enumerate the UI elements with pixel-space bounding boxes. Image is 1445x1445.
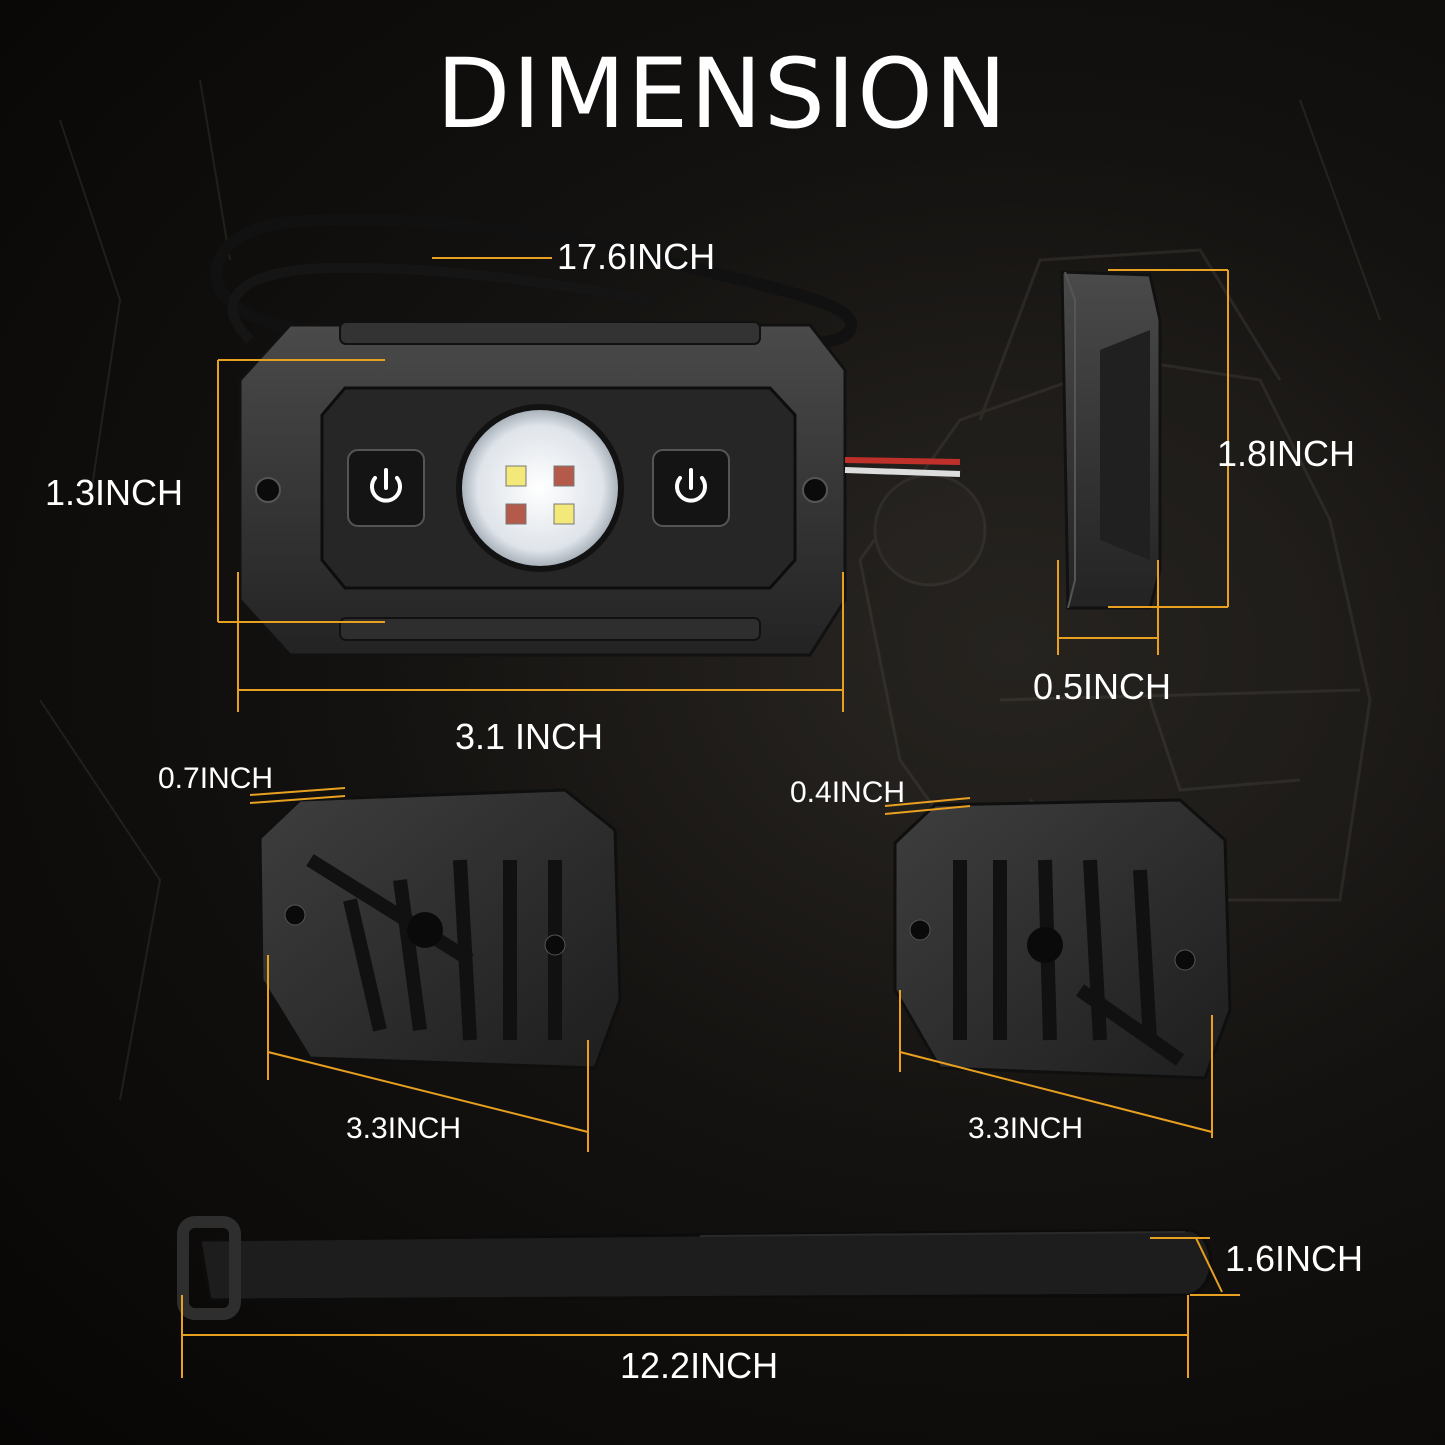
light-height-label: 1.3INCH (45, 472, 184, 513)
cable-length-label: 17.6INCH (557, 236, 716, 277)
led-lens (456, 404, 624, 572)
rock-light-main (210, 213, 961, 657)
strap-length-label: 12.2INCH (620, 1345, 779, 1386)
page-title: DIMENSION (436, 38, 1009, 150)
mount2-thickness-label: 0.4INCH (790, 776, 906, 809)
mount-hole (255, 477, 281, 503)
power-icon (347, 449, 425, 527)
mount-hole (802, 477, 828, 503)
mount-bracket-1 (258, 788, 622, 1070)
power-icon (652, 449, 730, 527)
mount-bracket-2 (893, 798, 1232, 1080)
cable (210, 213, 857, 351)
mount1-width-label: 3.3INCH (346, 1112, 462, 1145)
side-height-label: 1.8INCH (1217, 433, 1356, 474)
side-depth-label: 0.5INCH (1033, 666, 1172, 707)
mount1-thickness-label: 0.7INCH (158, 762, 274, 795)
mount2-width-label: 3.3INCH (968, 1112, 1084, 1145)
rock-light-side-view (1060, 270, 1162, 610)
strap-buckle (177, 1216, 241, 1320)
dimension-lines (181, 257, 1240, 1378)
light-width-label: 3.1 INCH (455, 716, 604, 757)
velcro-strap (177, 1216, 1213, 1320)
strap-width-label: 1.6INCH (1225, 1238, 1364, 1279)
